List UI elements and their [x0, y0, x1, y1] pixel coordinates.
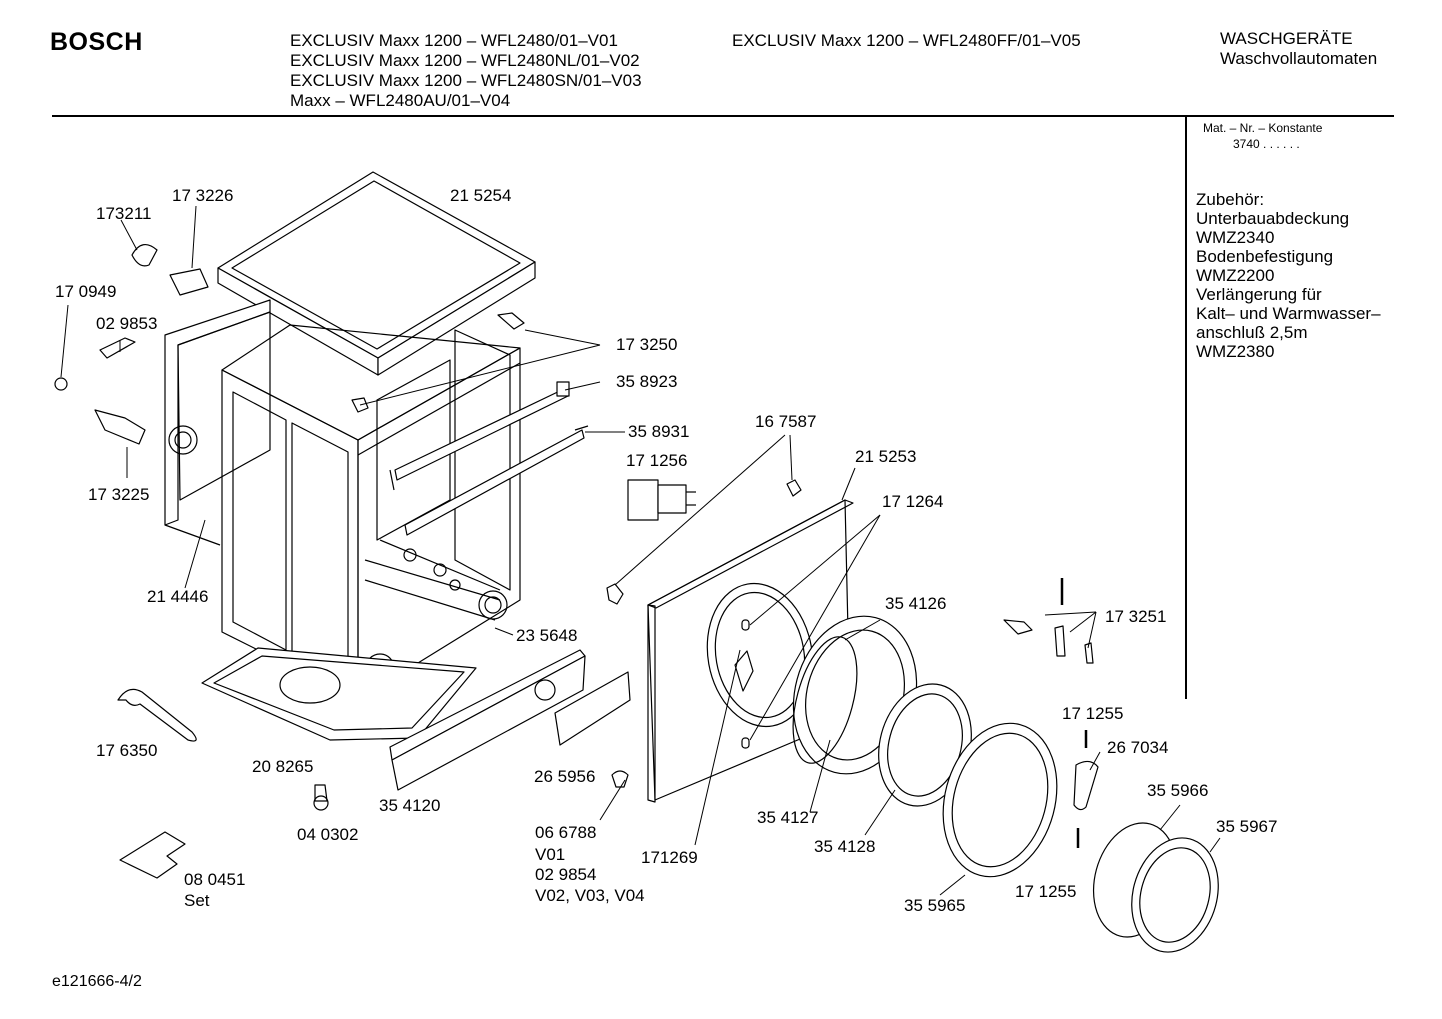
leader-lines — [61, 206, 1220, 895]
part-label: 26 7034 — [1107, 738, 1169, 757]
model-line: EXCLUSIV Maxx 1200 – WFL2480SN/01–V03 — [290, 71, 642, 90]
accessory-line: WMZ2340 — [1196, 228, 1275, 247]
door-ring-part — [927, 710, 1074, 889]
part-label: 08 0451 — [184, 870, 246, 889]
part-label: 171269 — [641, 848, 698, 867]
part-label: 17 1255 — [1062, 704, 1124, 723]
part-label: 26 5956 — [534, 767, 596, 786]
door-lock-part — [628, 480, 696, 520]
rail-358923-part — [390, 382, 569, 490]
part-label: 17 0949 — [55, 282, 117, 301]
part-label: 06 6788 — [535, 823, 597, 842]
brand-logo: BOSCH — [50, 28, 143, 56]
part-label: 173211 — [96, 204, 152, 223]
part-label: Set — [184, 891, 210, 910]
part-label: 21 5253 — [855, 447, 917, 466]
accessory-line: WMZ2200 — [1196, 266, 1275, 285]
panel-cap-part — [555, 672, 630, 745]
part-label: 35 4127 — [757, 808, 819, 827]
part-label: 23 5648 — [516, 626, 578, 645]
part-label: 21 4446 — [147, 587, 209, 606]
part-label: 16 7587 — [755, 412, 817, 431]
cabinet-frame-part — [222, 325, 520, 700]
accessory-line: Kalt– und Warmwasser– — [1196, 304, 1381, 323]
accessory-line: Unterbauabdeckung — [1196, 209, 1350, 228]
part-label: V02, V03, V04 — [535, 886, 645, 905]
hinge-part — [1074, 761, 1098, 809]
model-line: Maxx – WFL2480AU/01–V04 — [290, 91, 511, 110]
small-clips-part — [55, 245, 1093, 878]
document-id: e121666-4/2 — [52, 973, 142, 990]
model-line-v05: EXCLUSIV Maxx 1200 – WFL2480FF/01–V05 — [732, 31, 1081, 50]
part-label: 02 9853 — [96, 314, 158, 333]
part-label: 35 5966 — [1147, 781, 1209, 800]
accessory-line: Verlängerung für — [1196, 285, 1322, 304]
part-label: 17 3250 — [616, 335, 678, 354]
part-label: 02 9854 — [535, 865, 597, 884]
part-label: V01 — [535, 845, 566, 864]
part-label: 20 8265 — [252, 757, 314, 776]
part-label: 35 5967 — [1216, 817, 1278, 836]
bottom-plate-part — [202, 648, 476, 740]
porthole-inner-part — [865, 673, 984, 816]
part-label: 35 5965 — [904, 896, 966, 915]
rail-358931-part — [405, 426, 588, 535]
part-label: 21 5254 — [450, 186, 512, 205]
part-label: 17 6350 — [96, 741, 158, 760]
part-label: 17 3226 — [172, 186, 234, 205]
mat-nr-title: Mat. – Nr. – Konstante — [1203, 121, 1323, 135]
category-title: WASCHGERÄTE Waschvollautomaten — [1220, 29, 1377, 69]
part-label: 35 4128 — [814, 837, 876, 856]
part-label: 17 1255 — [1015, 882, 1077, 901]
part-label: 35 8923 — [616, 372, 678, 391]
category-line: Waschvollautomaten — [1220, 49, 1378, 68]
model-line: EXCLUSIV Maxx 1200 – WFL2480NL/01–V02 — [290, 51, 640, 70]
accessory-line: Bodenbefestigung — [1196, 247, 1334, 266]
accessory-line: anschluß 2,5m — [1196, 323, 1308, 342]
part-label: 04 0302 — [297, 825, 359, 844]
model-list: EXCLUSIV Maxx 1200 – WFL2480/01–V01 EXCL… — [290, 31, 642, 111]
part-label: 17 3225 — [88, 485, 150, 504]
part-label: 35 4126 — [885, 594, 947, 613]
rear-panel-part — [165, 300, 270, 545]
category-line: WASCHGERÄTE — [1220, 29, 1353, 48]
accessory-line: Zubehör: — [1196, 190, 1265, 209]
part-label: 17 3251 — [1105, 607, 1167, 626]
header-divider — [52, 115, 1394, 117]
mat-nr-value: 3740 . . . . . . — [1233, 137, 1300, 151]
part-label: 17 1256 — [626, 451, 688, 470]
sidebar-divider — [1185, 117, 1187, 699]
door-frame-part — [1119, 828, 1230, 962]
accessories-list: Zubehör: Unterbauabdeckung WMZ2340 Boden… — [1196, 190, 1381, 361]
part-label: 35 8931 — [628, 422, 690, 441]
control-panel-part — [390, 650, 585, 790]
part-label: 17 1264 — [882, 492, 944, 511]
accessory-line: WMZ2380 — [1196, 342, 1275, 361]
part-label: 35 4120 — [379, 796, 441, 815]
model-line: EXCLUSIV Maxx 1200 – WFL2480/01–V01 — [290, 31, 618, 50]
